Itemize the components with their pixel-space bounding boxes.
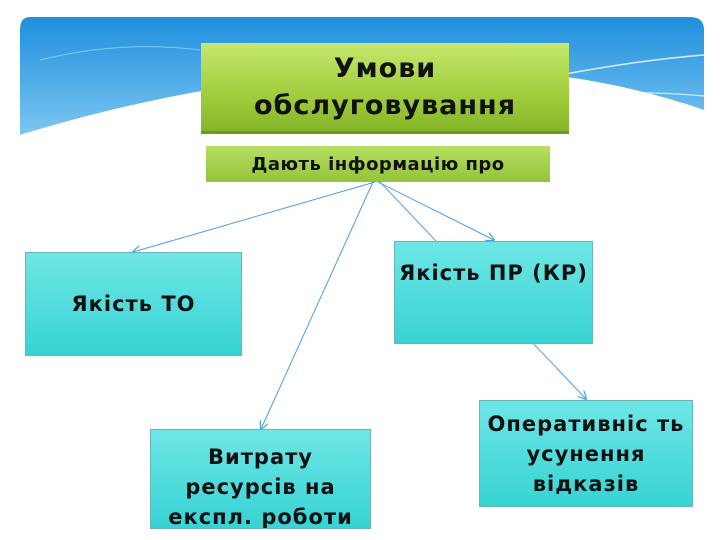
subtitle-text: Дають інформацію про	[251, 154, 504, 175]
node-quality-to: Якість ТО	[25, 252, 242, 356]
title-box: Умови обслуговування	[201, 43, 569, 134]
arrow-res	[261, 182, 373, 429]
node-label: Витрату ресурсів на експл. роботи	[151, 442, 370, 529]
title-text: Умови обслуговування	[201, 50, 569, 124]
node-label: Якість ПР (КР)	[399, 258, 588, 288]
node-label: Якість ТО	[71, 289, 195, 319]
arrow-pr	[378, 182, 494, 240]
node-label: Оперативніс ть усунення відказів	[480, 409, 692, 499]
node-resource-cost: Витрату ресурсів на експл. роботи	[150, 429, 371, 529]
node-repair-speed: Оперативніс ть усунення відказів	[479, 400, 693, 507]
node-quality-pr: Якість ПР (КР)	[394, 241, 593, 344]
arrow-to	[133, 182, 375, 252]
subtitle-box: Дають інформацію про	[206, 146, 550, 182]
